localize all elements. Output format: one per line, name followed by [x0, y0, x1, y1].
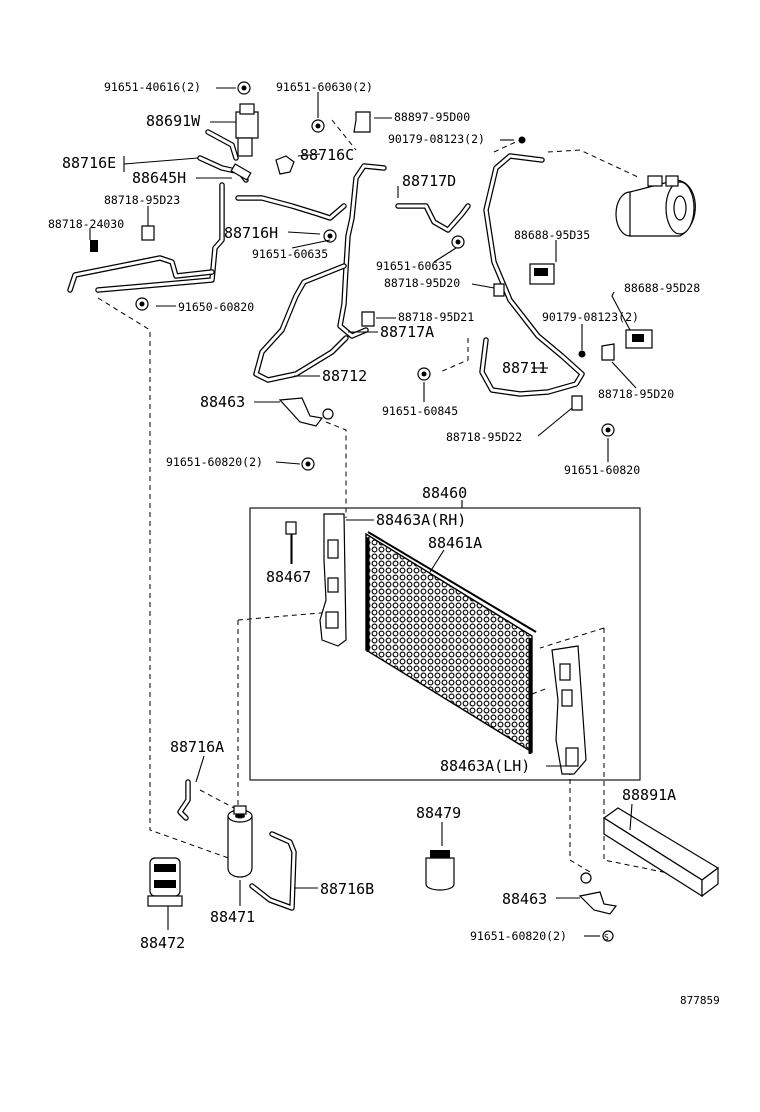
bracket-88463a-rh: [319, 513, 347, 647]
clip-88718-95d22: [571, 395, 583, 411]
label-88716a: 88716A: [170, 738, 224, 756]
nut-91651-60820-2: [301, 457, 315, 471]
label-88460: 88460: [422, 484, 467, 502]
label-88718-24030: 88718-24030: [48, 217, 124, 231]
bracket-88463-bottom: [578, 891, 618, 915]
label-88716c: 88716C: [300, 146, 354, 164]
pipe-88712: [253, 263, 349, 383]
nut-88463-bottom: [580, 872, 592, 884]
label-91651-60820-2: 91651-60820(2): [166, 455, 263, 469]
pipe-88718-24030: [67, 255, 215, 293]
label-88716b: 88716B: [320, 880, 374, 898]
condenser-assembly-frame: [249, 507, 641, 781]
label-91651-60635b: 91651-60635: [376, 259, 452, 273]
pipe-88716c: [337, 163, 387, 339]
clip-88718-95d20a: [493, 283, 505, 297]
label-88645h: 88645H: [132, 169, 186, 187]
bracket-88463-top: [278, 397, 324, 427]
condenser-core-88461a: [365, 532, 533, 754]
bracket-88688-95d28: [625, 329, 653, 349]
pipe-88691w-hose: [205, 129, 239, 161]
label-88891a: 88891A: [622, 786, 676, 804]
label-91650-60820: 91650-60820: [178, 300, 254, 314]
pipe-88716b: [249, 831, 297, 911]
pipe-88716a: [177, 779, 191, 821]
nut-91651-40616: [237, 81, 251, 95]
label-88712: 88712: [322, 367, 367, 385]
pipe-88645h: [95, 182, 225, 293]
nut-91651-60820: [601, 423, 615, 437]
label-90179-08123b: 90179-08123(2): [542, 310, 639, 324]
clip-88718-24030: [90, 240, 98, 252]
label-91651-60630: 91651-60630(2): [276, 80, 373, 94]
label-88691w: 88691W: [146, 112, 201, 130]
label-88688-95d28: 88688-95D28: [624, 281, 700, 295]
dryer-bracket-88472: [147, 857, 183, 907]
nut-88463-top: [322, 408, 334, 420]
leader-lines: [89, 87, 637, 937]
clip-88718-95d21: [361, 311, 375, 327]
seal-88891a: [602, 807, 720, 898]
label-91651-60635a: 91651-60635: [252, 247, 328, 261]
svg-text:S: S: [604, 933, 609, 942]
nut-91651-60630: [311, 119, 325, 133]
bolt-90179-08123b: [578, 350, 586, 358]
clamp-88716c: [275, 155, 295, 175]
receiver-dryer-88471: [227, 805, 253, 878]
bolt-90179-08123a: [518, 136, 526, 144]
nut-91651-60635b: [451, 235, 465, 249]
condenser-top-header: [367, 531, 537, 633]
label-88472: 88472: [140, 934, 185, 952]
assembly-dashed-lines: [97, 119, 703, 881]
part-labels: 91651-40616(2) 91651-60630(2) 88897-95D0…: [48, 80, 700, 952]
clip-88467: [285, 521, 297, 564]
pipe-88711: [479, 153, 585, 397]
label-88718-95d23: 88718-95D23: [104, 193, 180, 207]
label-88467: 88467: [266, 568, 311, 586]
label-91651-60845: 91651-60845: [382, 404, 458, 418]
clip-88718-95d20b: [601, 343, 615, 361]
nut-91651-60820-2b: S: [602, 930, 614, 942]
label-90179-08123a: 90179-08123(2): [388, 132, 485, 146]
pipe-88716h: [235, 195, 347, 221]
label-88463-bottom: 88463: [502, 890, 547, 908]
label-88717a: 88717A: [380, 323, 434, 341]
label-88463a-rh: 88463A(RH): [376, 511, 466, 529]
nut-91651-60845: [417, 367, 431, 381]
label-88711: 88711: [502, 359, 547, 377]
label-88461a: 88461A: [428, 534, 482, 552]
label-88716e: 88716E: [62, 154, 116, 172]
bracket-88897-95d00: [353, 111, 371, 133]
label-91651-60820: 91651-60820: [564, 463, 640, 477]
label-88463-top: 88463: [200, 393, 245, 411]
label-91651-40616: 91651-40616(2): [104, 80, 201, 94]
nut-91650-60820: [135, 297, 149, 311]
label-88897-95d00: 88897-95D00: [394, 110, 470, 124]
label-88718-95d22: 88718-95D22: [446, 430, 522, 444]
bracket-88688-95d35: [529, 263, 555, 285]
label-88717d: 88717D: [402, 172, 456, 190]
label-88718-95d20a: 88718-95D20: [384, 276, 460, 290]
compressor: [615, 175, 696, 237]
pipe-88717d: [395, 203, 471, 233]
label-88718-95d20b: 88718-95D20: [598, 387, 674, 401]
figure-code: 877859: [680, 994, 720, 1007]
label-88718-95d21: 88718-95D21: [398, 310, 474, 324]
label-91651-60820-2b: 91651-60820(2): [470, 929, 567, 943]
label-88688-95d35: 88688-95D35: [514, 228, 590, 242]
valve-88691w: [235, 103, 259, 157]
bracket-88463a-lh: [551, 645, 587, 775]
fitting-88645h: [230, 163, 252, 181]
nut-91651-60635a: [323, 229, 337, 243]
cap-88479: [425, 850, 455, 891]
label-88479: 88479: [416, 804, 461, 822]
label-88716h: 88716H: [224, 224, 278, 242]
clip-88718-95d23: [141, 225, 155, 241]
label-88463a-lh: 88463A(LH): [440, 757, 530, 775]
label-88471: 88471: [210, 908, 255, 926]
